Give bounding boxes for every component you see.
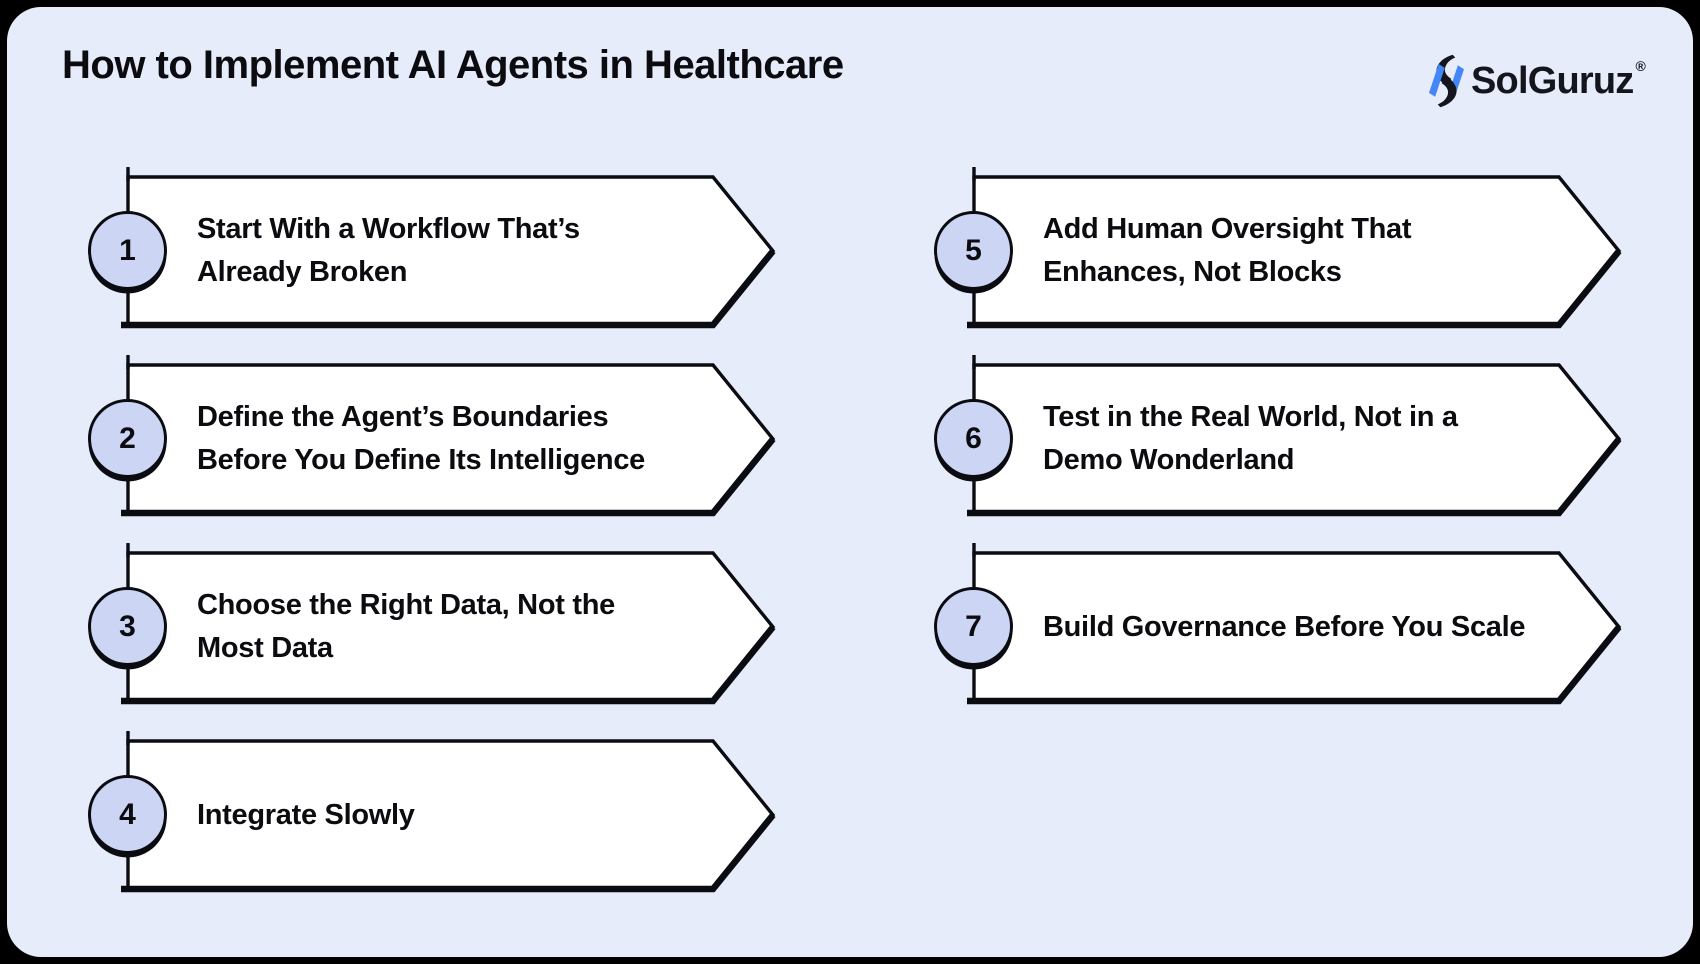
step-label-line: Choose the Right Data, Not the — [197, 589, 615, 621]
arrow-banner-shape — [121, 731, 776, 893]
step-label: Build Governance Before You Scale — [1043, 553, 1525, 701]
step-number: 4 — [119, 797, 136, 831]
solguruz-logo: SolGuruz ® — [1429, 51, 1646, 111]
step-number-badge: 1 — [88, 211, 167, 290]
step-label-line: Add Human Oversight That — [1043, 213, 1412, 245]
step-number-badge: 4 — [88, 775, 167, 854]
step-label: Test in the Real World, Not in a Demo Won… — [1043, 365, 1458, 513]
step-number: 5 — [965, 233, 982, 267]
arrow-banner-shape — [967, 543, 1622, 705]
step-label-line: Enhances, Not Blocks — [1043, 256, 1342, 288]
infographic-panel: How to Implement AI Agents in Healthcare… — [7, 7, 1693, 957]
step-number-badge: 6 — [934, 399, 1013, 478]
arrow-banner-shape — [967, 167, 1622, 329]
step-label-line: Demo Wonderland — [1043, 444, 1295, 476]
logo-text: SolGuruz — [1471, 59, 1634, 102]
step-label-line: Build Governance Before You Scale — [1043, 610, 1526, 643]
step-number: 7 — [965, 609, 982, 643]
step-number: 3 — [119, 609, 136, 643]
step-label-line: Integrate Slowly — [197, 798, 415, 831]
step-label-line: Most Data — [197, 632, 333, 664]
step-banner-7: 7 Build Governance Before You Scale — [934, 543, 1622, 705]
arrow-banner-shape — [121, 355, 776, 517]
step-banner-4: 4 Integrate Slowly — [88, 731, 776, 893]
registered-mark: ® — [1635, 58, 1646, 74]
step-number-badge: 7 — [934, 587, 1013, 666]
arrow-banner-shape — [121, 167, 776, 329]
step-label-line: Already Broken — [197, 256, 408, 288]
solguruz-bolt-icon — [1429, 54, 1464, 108]
step-label-line: Start With a Workflow That’s — [197, 213, 580, 245]
step-label-line: Test in the Real World, Not in a — [1043, 401, 1458, 433]
step-number-badge: 5 — [934, 211, 1013, 290]
step-number: 1 — [119, 233, 136, 267]
step-number-badge: 3 — [88, 587, 167, 666]
step-label-line: Define the Agent’s Boundaries — [197, 401, 609, 433]
step-label-line: Before You Define Its Intelligence — [197, 444, 645, 476]
step-number-badge: 2 — [88, 399, 167, 478]
arrow-banner-shape — [121, 543, 776, 705]
step-number: 6 — [965, 421, 982, 455]
step-label: Integrate Slowly — [197, 741, 415, 889]
arrow-banner-shape — [967, 355, 1622, 517]
step-number: 2 — [119, 421, 136, 455]
step-banner-6: 6 Test in the Real World, Not in a Demo W… — [934, 355, 1622, 517]
page-title: How to Implement AI Agents in Healthcare — [62, 43, 844, 87]
